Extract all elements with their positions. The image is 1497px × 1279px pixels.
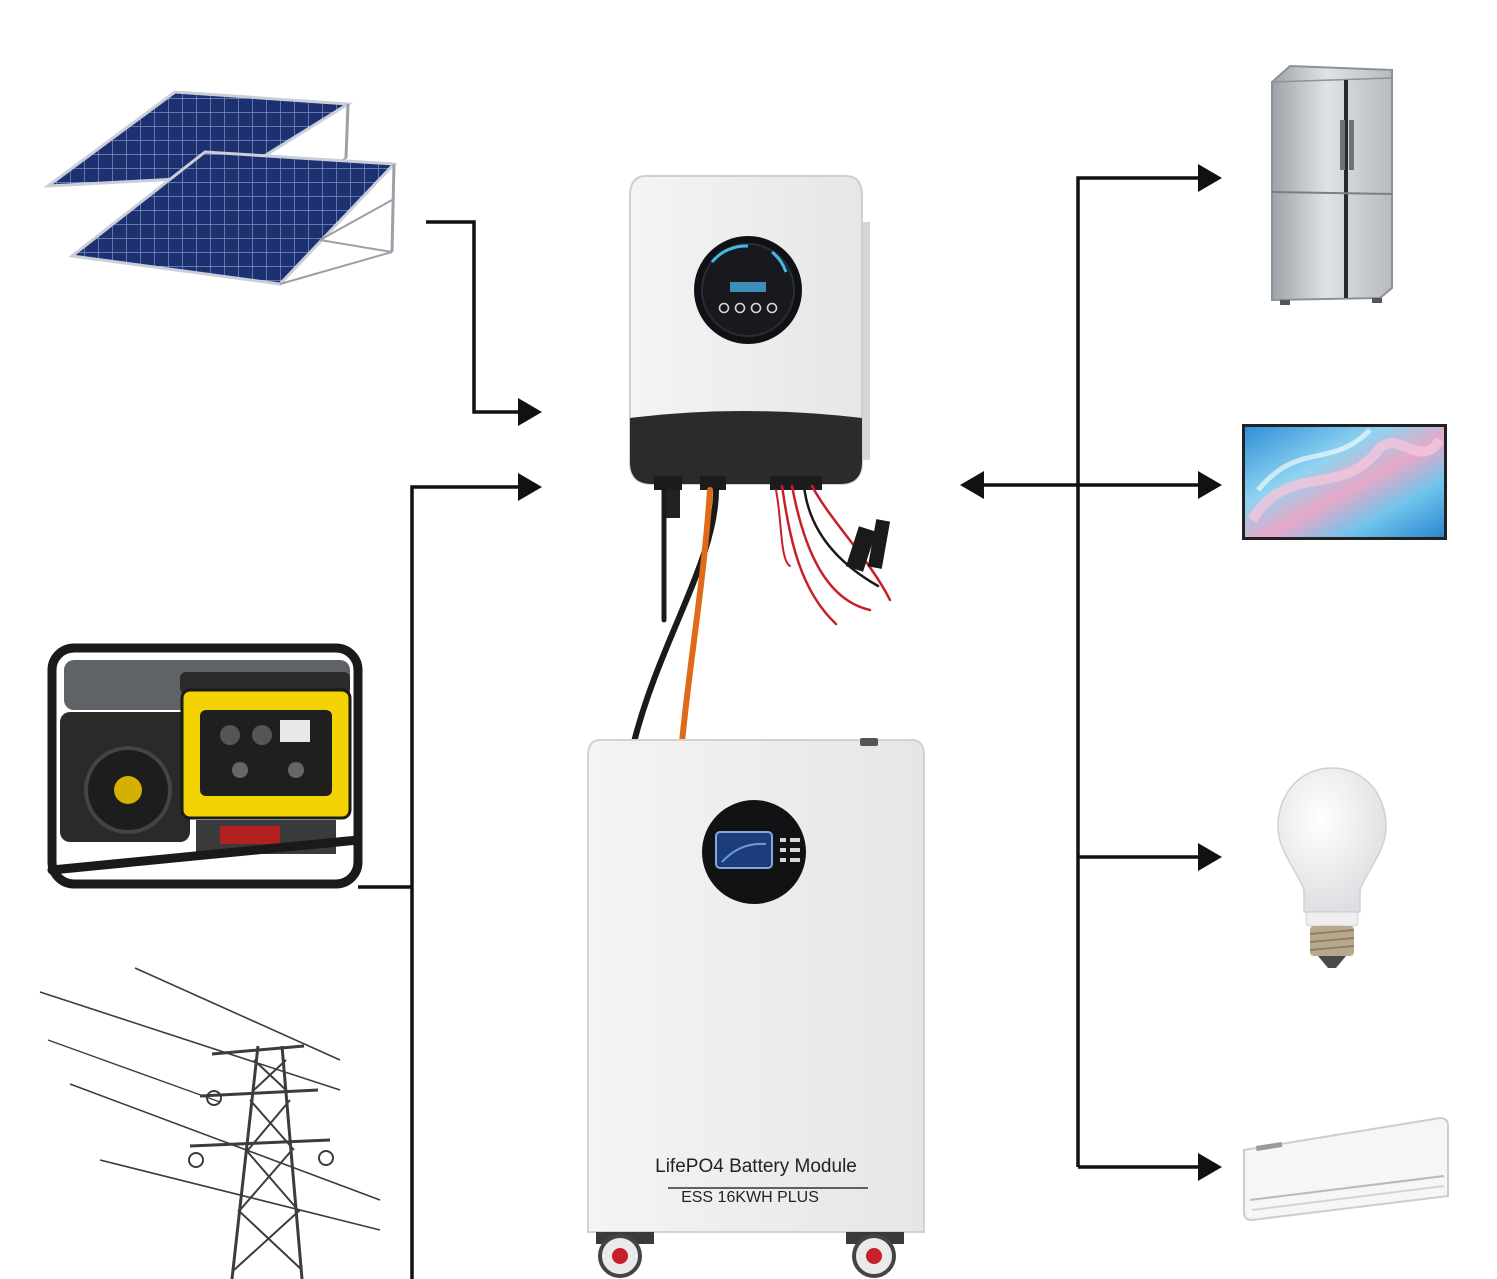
hybrid-inverter-icon <box>629 175 870 518</box>
air-conditioner-icon <box>1243 1116 1449 1222</box>
generator-icon <box>47 643 363 889</box>
battery-module: LifePO4 Battery Module ESS 16KWH PLUS <box>587 738 925 1278</box>
generator-grid-connector <box>358 485 520 1279</box>
loads-connector <box>984 176 1200 1169</box>
bulb-arrow-icon <box>1198 843 1222 871</box>
battery-model: ESS 16KWH PLUS <box>681 1189 819 1206</box>
solar-arrow-icon <box>518 398 542 426</box>
refrigerator-icon <box>1271 64 1393 305</box>
television-icon <box>1242 424 1447 540</box>
battery-wheels <box>596 1232 904 1278</box>
power-grid-icon <box>39 967 381 1279</box>
inverter-return-arrow-icon <box>960 471 984 499</box>
solar-panels-icon <box>43 90 398 286</box>
battery-label: LifePO4 Battery Module <box>655 1156 857 1177</box>
light-bulb-icon <box>1277 767 1387 968</box>
generator-grid-arrow-icon <box>518 473 542 501</box>
fridge-arrow-icon <box>1198 164 1222 192</box>
ac-arrow-icon <box>1198 1153 1222 1181</box>
tv-arrow-icon <box>1198 471 1222 499</box>
inverter-cables <box>631 484 892 745</box>
solar-connector <box>426 220 520 414</box>
